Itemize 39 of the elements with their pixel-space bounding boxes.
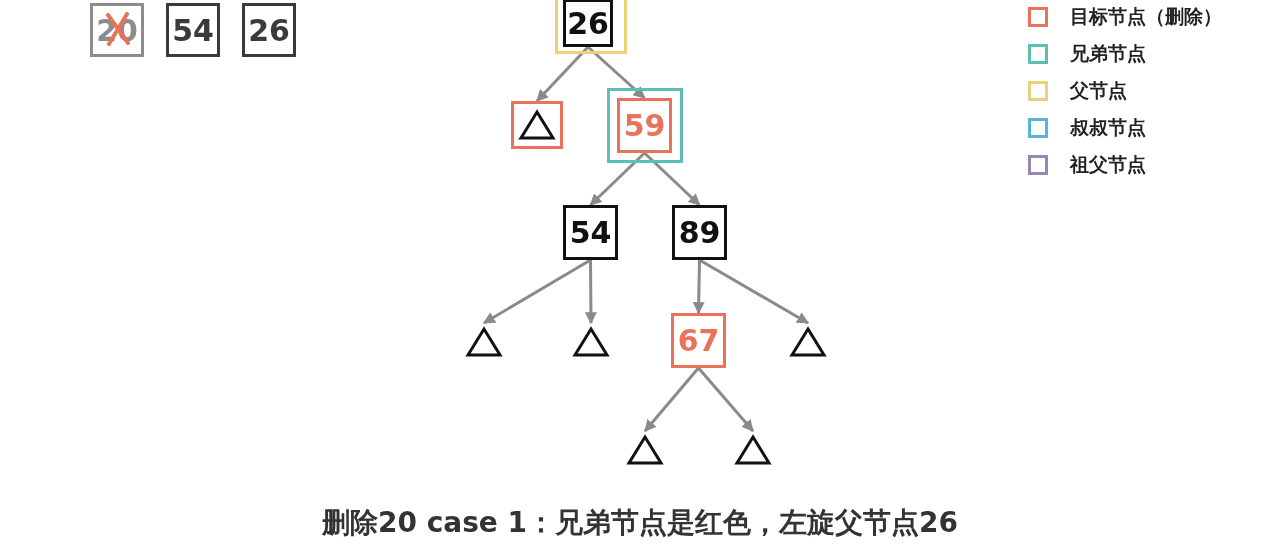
legend-label: 祖父节点	[1070, 152, 1146, 177]
legend-label: 目标节点（删除）	[1070, 4, 1222, 29]
tree-node	[672, 205, 727, 260]
arrow	[535, 45, 590, 103]
node-value: 26	[248, 12, 290, 48]
legend-label: 父节点	[1070, 78, 1127, 103]
arrow	[584, 260, 597, 325]
node-value: 54	[569, 215, 612, 250]
tree-node	[617, 98, 672, 153]
nil-triangle	[519, 110, 555, 140]
arrow	[697, 367, 755, 432]
arrow	[589, 151, 646, 207]
arrow	[643, 367, 700, 432]
nil-triangle	[573, 327, 609, 357]
node-value: 67	[677, 323, 720, 358]
nil-triangle	[735, 435, 771, 465]
highlight-frame	[555, 0, 627, 54]
tree-node	[563, 0, 613, 47]
node-value: 54	[172, 12, 214, 48]
highlight-frame	[511, 101, 563, 149]
node-value: 89	[678, 215, 721, 250]
nil-triangle	[790, 327, 826, 357]
nil-triangle	[627, 435, 663, 465]
nil-triangle	[466, 327, 502, 357]
arrow	[587, 45, 646, 100]
caption: 删除20 case 1：兄弟节点是红色，左旋父节点26	[321, 506, 959, 539]
tree-node	[671, 313, 726, 368]
node-value: 26	[567, 5, 609, 41]
array-cell	[166, 3, 220, 57]
arrow	[698, 258, 810, 325]
highlight-frame	[607, 88, 683, 163]
arrow	[482, 258, 592, 325]
arrow	[692, 259, 705, 315]
node-value: 59	[623, 108, 666, 143]
legend-label: 兄弟节点	[1070, 41, 1146, 66]
legend-label: 叔叔节点	[1070, 115, 1146, 140]
arrow	[643, 151, 701, 207]
array-cell	[242, 3, 296, 57]
tree-node	[563, 205, 618, 260]
